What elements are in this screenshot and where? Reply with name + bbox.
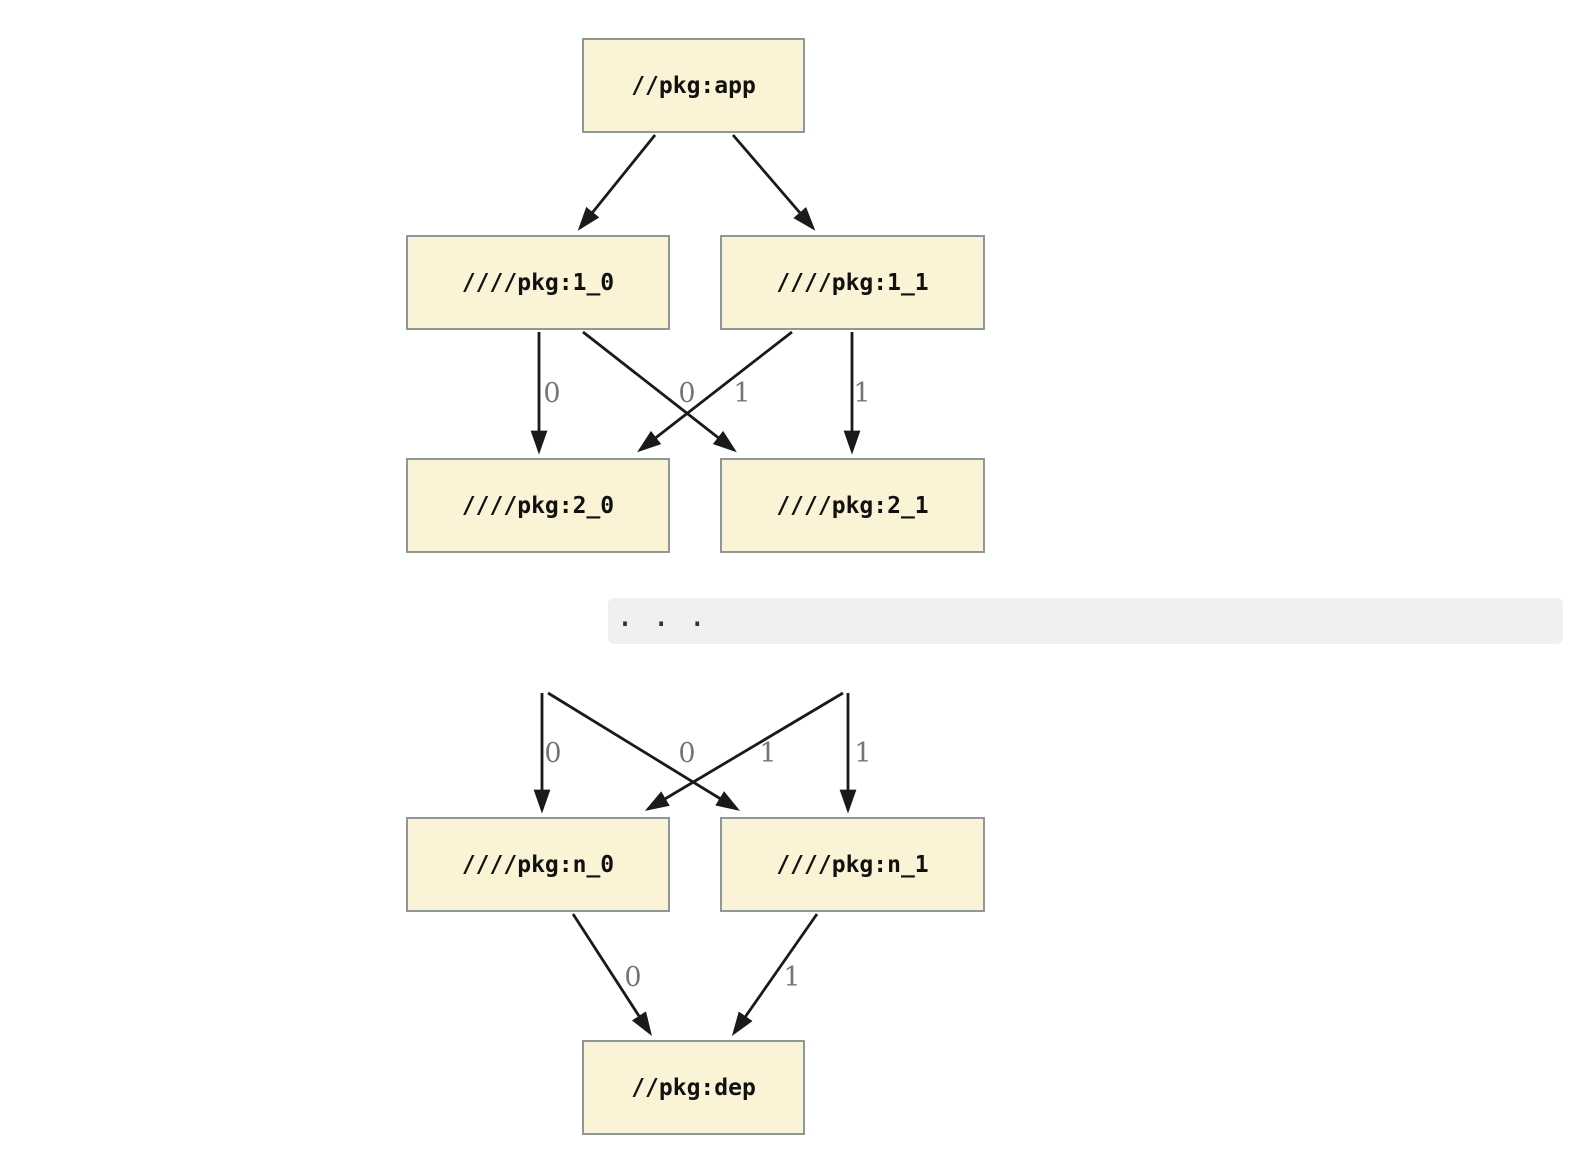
node-pkg-n_1: ////pkg:n_1 [720,817,985,912]
ellipsis-band: . . . [608,598,1563,644]
node-pkg-1_1: ////pkg:1_1 [720,235,985,330]
node-pkg-n_0: ////pkg:n_0 [406,817,670,912]
edge-label: 1 [854,738,871,769]
edge-mid-to-n_0-cross [644,691,844,811]
edge-n_1-to-dep [731,913,819,1036]
edge-label: 0 [678,378,695,409]
edge-1_0-to-2_1 [582,330,737,453]
edge-n_0-to-dep [571,913,652,1037]
edge-label: 1 [783,962,800,993]
edge-mid-to-n_1 [547,691,741,811]
node-pkg-app: //pkg:app [582,38,805,133]
node-pkg-dep: //pkg:dep [582,1040,805,1135]
ellipsis-text: . . . [616,599,707,634]
node-pkg-1_0: ////pkg:1_0 [406,235,670,330]
edge-1_1-to-2_0 [637,330,793,453]
edge-app-to-1_0 [577,134,657,231]
edge-app-to-1_1 [731,134,816,231]
edge-label: 0 [543,378,560,409]
node-pkg-2_0: ////pkg:2_0 [406,458,670,553]
edge-label: 1 [733,378,750,409]
edge-label: 0 [678,738,695,769]
edge-label: 1 [759,738,776,769]
edge-label: 1 [853,378,870,409]
node-pkg-2_1: ////pkg:2_1 [720,458,985,553]
edge-label: 0 [544,738,561,769]
edge-label: 0 [624,962,641,993]
